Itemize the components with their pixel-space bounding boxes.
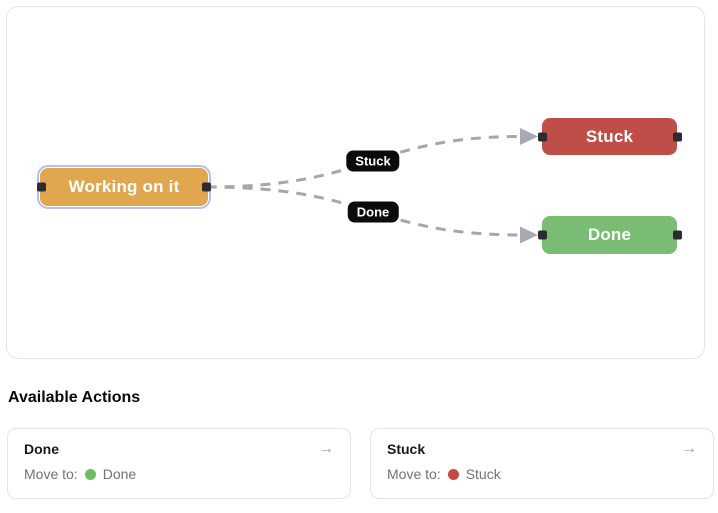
handle-stuck-left[interactable] xyxy=(537,132,547,141)
move-to-target: Stuck xyxy=(465,466,501,482)
handle-working-left[interactable] xyxy=(37,182,46,192)
edge-to-stuck-arrowhead xyxy=(520,128,538,145)
move-to-target: Done xyxy=(102,466,137,482)
move-to-label: Move to: xyxy=(387,466,441,482)
handle-working-right[interactable] xyxy=(202,182,211,192)
node-stuck[interactable]: Stuck xyxy=(542,118,677,155)
handle-done-right[interactable] xyxy=(672,230,682,240)
arrow-right-icon: → xyxy=(681,440,697,457)
arrow-right-icon: → xyxy=(318,440,334,457)
available-actions-heading: Available Actions xyxy=(8,389,141,406)
edge-to-done-arrowhead xyxy=(520,226,538,244)
action-card-stuck-title: Stuck xyxy=(387,441,426,457)
node-working-on-it-body[interactable]: Working on it xyxy=(40,168,208,206)
edge-label-stuck[interactable]: Stuck xyxy=(346,150,400,171)
status-dot-stuck xyxy=(447,468,459,480)
status-dot-done xyxy=(84,468,96,480)
edge-label-done[interactable]: Done xyxy=(347,201,399,222)
action-card-stuck[interactable]: Stuck → Move to: Stuck xyxy=(370,428,714,499)
action-cards: Done → Move to: Done Stuck → Move to: St… xyxy=(7,428,714,499)
flow-canvas[interactable]: Stuck Done Working on it Stuck Done xyxy=(6,6,705,359)
node-done[interactable]: Done xyxy=(542,216,677,254)
handle-done-left[interactable] xyxy=(537,230,547,240)
move-to-label: Move to: xyxy=(24,466,78,482)
action-card-done[interactable]: Done → Move to: Done xyxy=(7,428,351,499)
handle-stuck-right[interactable] xyxy=(672,132,682,141)
node-working-on-it[interactable]: Working on it xyxy=(37,165,211,209)
action-card-done-title: Done xyxy=(24,441,59,457)
